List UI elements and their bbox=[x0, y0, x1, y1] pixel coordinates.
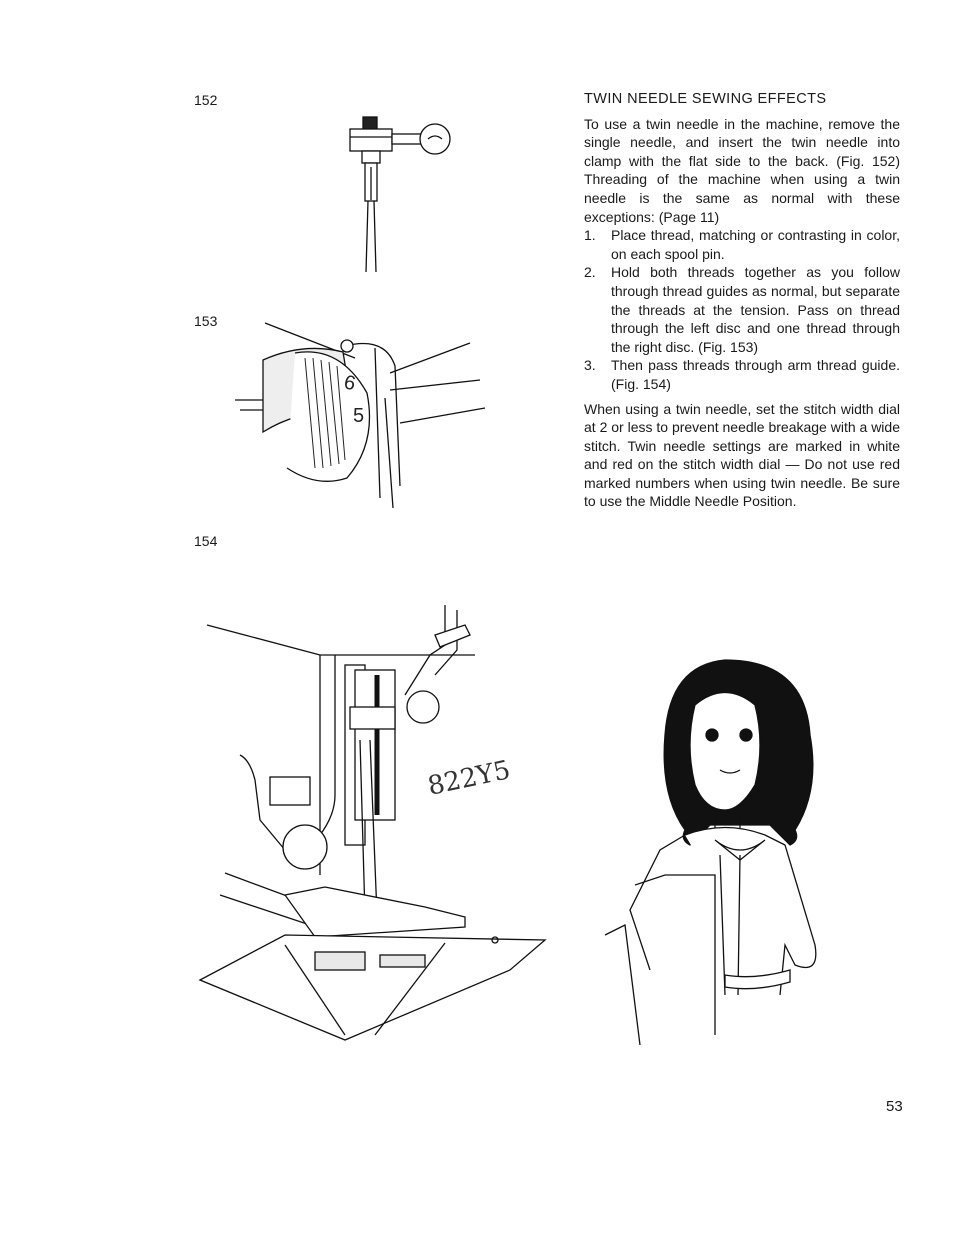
tension-dial-illustration: 6 5 bbox=[235, 318, 490, 513]
figure-label-153: 153 bbox=[194, 313, 218, 329]
presser-foot-illustration: 822Y5 bbox=[195, 595, 555, 1055]
list-item: 3. Then pass threads through arm thread … bbox=[584, 356, 900, 393]
intro-paragraph: To use a twin needle in the machine, rem… bbox=[584, 115, 900, 225]
step-text: Hold both threads together as you follow… bbox=[611, 264, 900, 355]
step-number: 3. bbox=[584, 357, 596, 374]
list-item: 1. Place thread, matching or contrasting… bbox=[584, 226, 900, 263]
section-heading: TWIN NEEDLE SEWING EFFECTS bbox=[584, 91, 827, 107]
step-number: 1. bbox=[584, 227, 596, 244]
page-number: 53 bbox=[886, 1098, 903, 1115]
woman-illustration bbox=[600, 655, 865, 1045]
dial-number-6: 6 bbox=[342, 371, 357, 395]
handwritten-note: 822Y5 bbox=[425, 755, 513, 802]
steps-list: 1. Place thread, matching or contrasting… bbox=[584, 226, 900, 393]
step-text: Then pass threads through arm thread gui… bbox=[611, 357, 900, 392]
dial-number-5: 5 bbox=[353, 405, 364, 427]
instructions-column: TWIN NEEDLE SEWING EFFECTS To use a twin… bbox=[584, 90, 900, 511]
figure-label-154: 154 bbox=[194, 533, 218, 549]
list-item: 2. Hold both threads together as you fol… bbox=[584, 263, 900, 356]
twin-needle-illustration bbox=[340, 112, 460, 277]
step-text: Place thread, matching or contrasting in… bbox=[611, 227, 900, 262]
step-number: 2. bbox=[584, 264, 596, 281]
figure-label-152: 152 bbox=[194, 92, 218, 108]
closing-paragraph: When using a twin needle, set the stitch… bbox=[584, 400, 900, 510]
